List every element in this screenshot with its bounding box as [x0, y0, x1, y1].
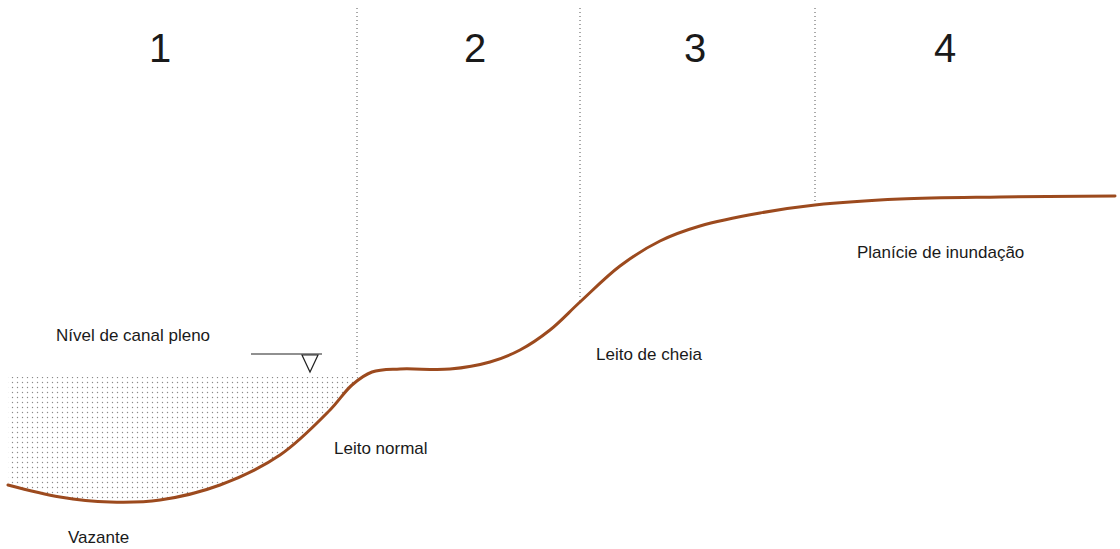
zone-divider — [357, 8, 358, 376]
bed-label: Leito normal — [334, 440, 428, 457]
water-level-symbol — [302, 355, 318, 372]
water-level-label: Nível de canal pleno — [56, 327, 210, 344]
zone-dividers — [357, 8, 815, 376]
zone-number: 4 — [934, 28, 956, 68]
terrain-profile — [8, 196, 1115, 502]
channel-label: Vazante — [68, 529, 129, 546]
bed-label: Leito de cheia — [596, 346, 702, 363]
zone-number: 3 — [684, 28, 706, 68]
zone-divider — [815, 8, 816, 203]
floodplain-label: Planície de inundação — [857, 244, 1024, 261]
zone-number: 2 — [464, 28, 486, 68]
zone-divider — [580, 8, 581, 302]
zone-number: 1 — [149, 28, 171, 68]
